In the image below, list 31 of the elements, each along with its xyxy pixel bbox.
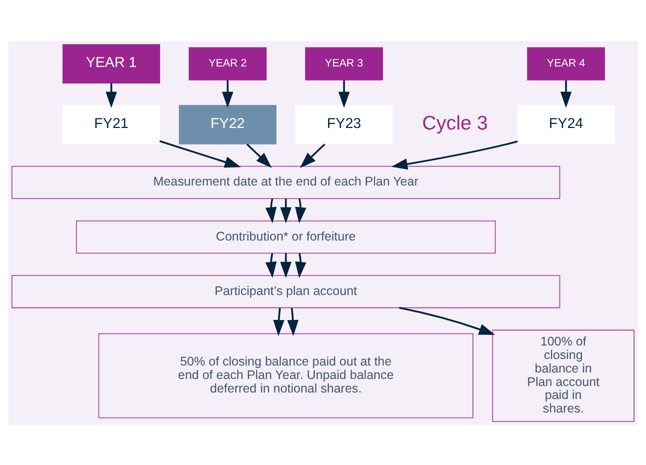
node-box: YEAR 3 — [305, 46, 383, 80]
arrow — [399, 306, 496, 334]
node-box: 100% of closing balance in Plan account paid in shares. — [492, 329, 634, 422]
node-box: Contribution* or forfeiture — [76, 220, 496, 254]
arrow — [300, 143, 326, 168]
arrow — [265, 252, 277, 278]
node-box: FY24 — [517, 104, 615, 144]
arrow — [246, 143, 272, 168]
arrow — [265, 198, 277, 223]
node-box: FY23 — [295, 104, 393, 144]
node-box: Participant’s plan account — [12, 274, 560, 308]
node-box: YEAR 4 — [527, 46, 605, 80]
node-box: YEAR 1 — [62, 44, 160, 84]
label: Cycle 3 — [422, 112, 488, 134]
node-box: FY22 — [178, 104, 276, 144]
arrow — [280, 198, 292, 223]
arrow — [295, 198, 306, 223]
arrow — [391, 140, 518, 170]
node-box: Measurement date at the end of each Plan Year — [12, 165, 560, 198]
arrow — [280, 252, 292, 278]
node-box: 50% of closing balance paid out at the end of each Plan Year. Unpaid balance deferred in notional shares. — [98, 332, 474, 418]
arrow — [106, 82, 117, 108]
arrow — [287, 307, 299, 336]
arrow — [273, 307, 284, 336]
arrow — [560, 80, 572, 108]
node-box: FY21 — [62, 104, 160, 144]
node-box: YEAR 2 — [188, 46, 267, 80]
arrow — [222, 80, 234, 108]
arrow — [295, 252, 306, 278]
arrow — [338, 80, 350, 108]
arrow — [159, 140, 241, 168]
